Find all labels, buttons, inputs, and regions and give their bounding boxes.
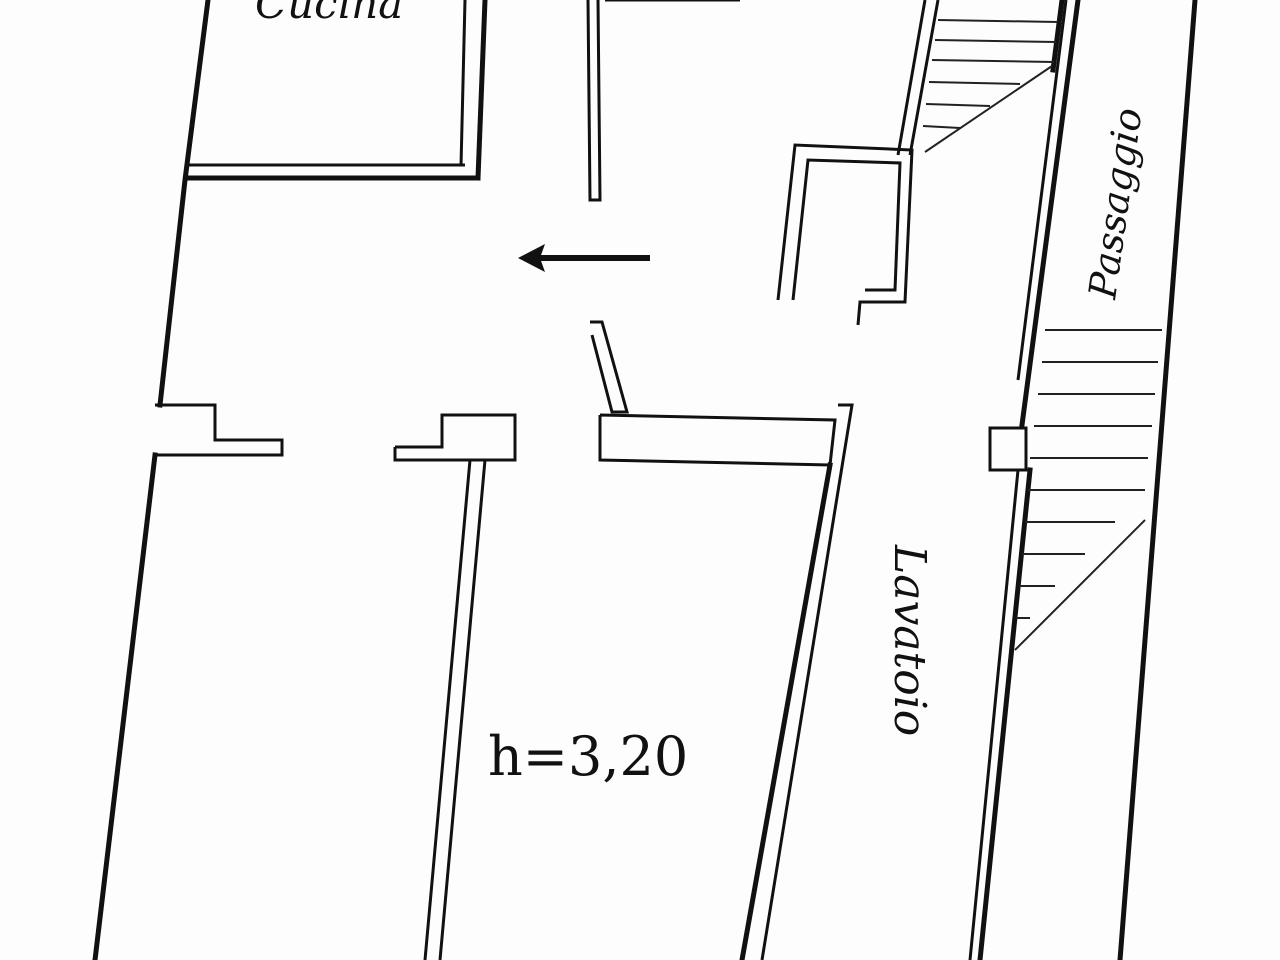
room-label-laundry: Lavatoio: [884, 544, 935, 736]
room-label-passage: Passaggio: [1080, 105, 1150, 302]
stair-hatching-lower: [1014, 329, 1162, 651]
stair-hatching-upper: [922, 19, 1059, 153]
walls: [92, 0, 1198, 960]
room-label-kitchen: Cucina: [255, 0, 403, 28]
ceiling-height-note: h=3,20: [488, 725, 688, 788]
arrow-left-icon: [518, 244, 650, 272]
